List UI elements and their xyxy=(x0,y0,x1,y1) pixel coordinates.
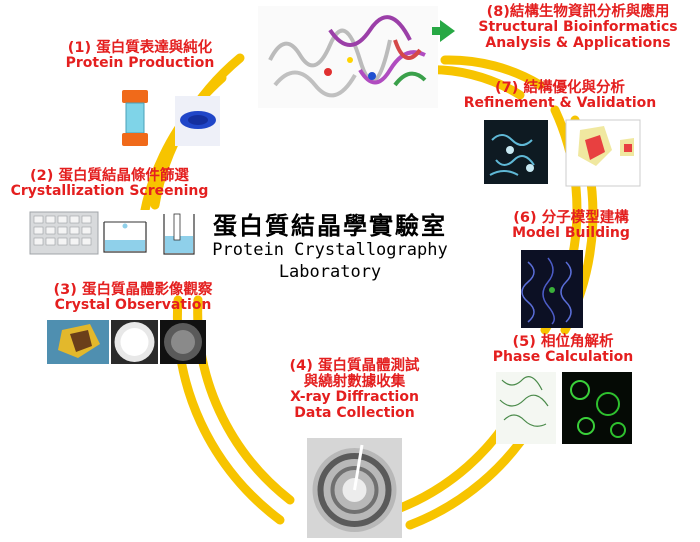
step-8-label: (8)結構生物資訊分析與應用 Structural Bioinformatics… xyxy=(458,4,698,52)
step-4-en2: Data Collection xyxy=(294,405,415,422)
step-4-zh: (4) 蛋白質晶體測試 xyxy=(289,358,420,374)
molprobity-plot-image xyxy=(565,119,641,187)
title-en-line1: Protein Crystallography xyxy=(212,240,448,260)
step-5-label: (5) 相位角解析 Phase Calculation xyxy=(488,334,638,366)
crystallization-plate-image xyxy=(29,211,99,255)
step-1-label: (1) 蛋白質表達與純化 Protein Production xyxy=(40,40,240,72)
step-8-en: Structural Bioinformatics xyxy=(478,19,678,36)
step-4-label: (4) 蛋白質晶體測試 與繞射數據收集 X-ray Diffraction Da… xyxy=(262,358,447,422)
step-2-en: Crystallization Screening xyxy=(10,183,209,200)
step-4-zh2: 與繞射數據收集 xyxy=(303,374,406,391)
step-5-zh: (5) 相位角解析 xyxy=(512,334,614,350)
phase-map-image xyxy=(496,372,632,444)
centrifuge-tube-icon xyxy=(122,90,148,146)
step-1-zh: (1) 蛋白質表達與純化 xyxy=(67,40,213,56)
protein-structure-image xyxy=(258,6,438,108)
page-title: 蛋白質結晶學實驗室 xyxy=(213,211,447,240)
step-8-en2: Analysis & Applications xyxy=(485,34,671,51)
vapor-diffusion-diagram xyxy=(100,210,200,258)
diffraction-pattern-image xyxy=(307,438,402,538)
green-arrow-icon xyxy=(432,20,455,42)
title-en-line2: Laboratory xyxy=(278,262,382,282)
step-6-label: (6) 分子模型建構 Model Building xyxy=(496,210,646,242)
step-7-en: Refinement & Validation xyxy=(463,95,657,112)
step-2-zh: (2) 蛋白質結晶條件篩選 xyxy=(30,168,189,184)
step-7-label: (7) 結構優化與分析 Refinement & Validation xyxy=(460,80,660,112)
step-3-en: Crystal Observation xyxy=(54,297,212,314)
electron-density-map-image xyxy=(484,120,548,184)
step-8-zh: (8)結構生物資訊分析與應用 xyxy=(486,4,670,20)
step-5-en: Phase Calculation xyxy=(492,349,634,366)
step-4-en: X-ray Diffraction xyxy=(290,389,419,406)
sds-gel-image xyxy=(175,96,220,146)
crystal-micrograph-image xyxy=(47,320,206,364)
step-6-zh: (6) 分子模型建構 xyxy=(513,210,629,226)
step-3-label: (3) 蛋白質晶體影像觀察 Crystal Observation xyxy=(28,282,238,314)
step-7-zh: (7) 結構優化與分析 xyxy=(495,80,625,96)
model-density-image xyxy=(521,250,583,328)
step-1-en: Protein Production xyxy=(65,55,215,72)
step-6-en: Model Building xyxy=(512,225,630,242)
step-2-label: (2) 蛋白質結晶條件篩選 Crystallization Screening xyxy=(2,168,217,200)
step-3-zh: (3) 蛋白質晶體影像觀察 xyxy=(53,282,213,298)
